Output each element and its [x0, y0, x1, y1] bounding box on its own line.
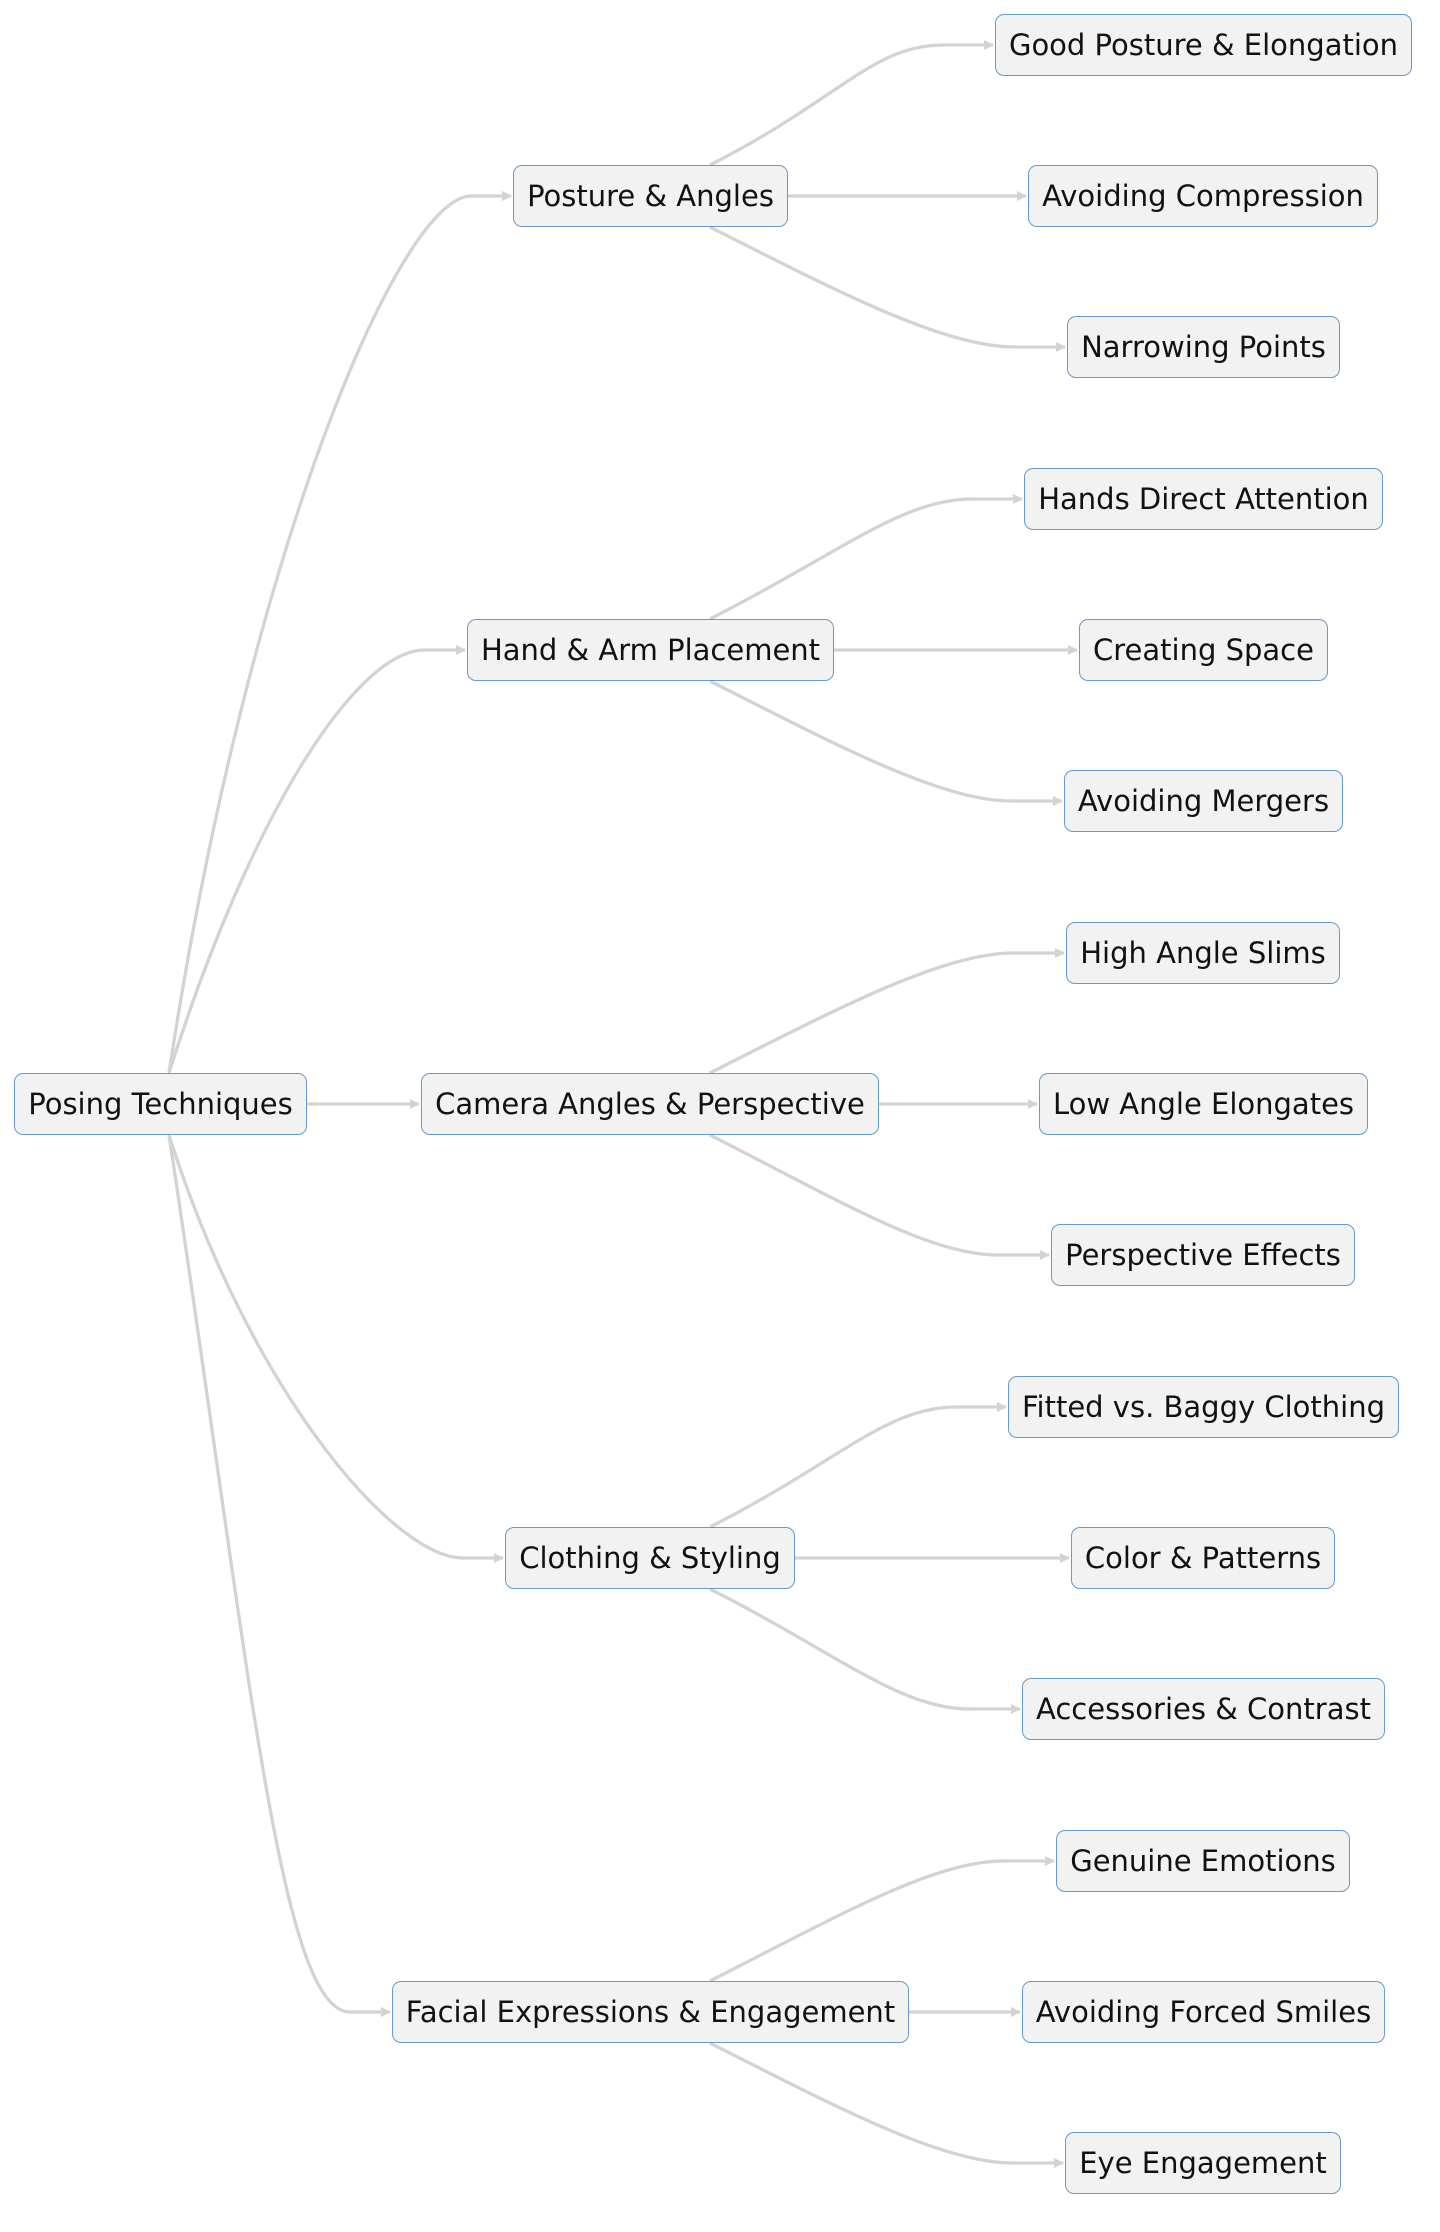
edge-b2-to-b2c3: [709, 679, 1063, 806]
leaf-node-hands-direct-attention: Hands Direct Attention: [1024, 468, 1383, 530]
leaf-node-genuine-emotions: Genuine Emotions: [1056, 1830, 1350, 1892]
leaf-node-accessories-contrast: Accessories & Contrast: [1022, 1678, 1385, 1740]
leaf-node-narrowing-points: Narrowing Points: [1067, 316, 1340, 378]
edge-b3-to-b3c1: [709, 948, 1065, 1075]
leaf-node-good-posture-elongation: Good Posture & Elongation: [995, 14, 1412, 76]
leaf-node-creating-space: Creating Space: [1079, 619, 1328, 681]
edge-b1-to-b1c1: [709, 40, 994, 167]
leaf-node-avoiding-mergers: Avoiding Mergers: [1064, 770, 1343, 832]
leaf-node-color-patterns: Color & Patterns: [1071, 1527, 1335, 1589]
branch-node-hand-arm-placement: Hand & Arm Placement: [467, 619, 834, 681]
edge-root-to-b2: [167, 645, 466, 1074]
edge-root-to-b5: [167, 1134, 391, 2017]
edge-root-to-b1: [167, 191, 512, 1074]
edge-b2-to-b2c1: [709, 494, 1023, 621]
branch-node-clothing-styling: Clothing & Styling: [505, 1527, 795, 1589]
edge-b4-to-b4c1: [709, 1402, 1007, 1529]
edge-b5-to-b5c3: [709, 2041, 1064, 2168]
branch-node-camera-angles-perspective: Camera Angles & Perspective: [421, 1073, 879, 1135]
leaf-node-avoiding-forced-smiles: Avoiding Forced Smiles: [1022, 1981, 1385, 2043]
leaf-node-low-angle-elongates: Low Angle Elongates: [1039, 1073, 1368, 1135]
branch-node-facial-expressions-engagement: Facial Expressions & Engagement: [392, 1981, 909, 2043]
leaf-node-eye-engagement: Eye Engagement: [1065, 2132, 1341, 2194]
edge-b5-to-b5c1: [709, 1856, 1055, 1983]
leaf-node-avoiding-compression: Avoiding Compression: [1028, 165, 1378, 227]
edge-b3-to-b3c3: [709, 1133, 1050, 1260]
leaf-node-fitted-vs-baggy-clothing: Fitted vs. Baggy Clothing: [1008, 1376, 1399, 1438]
root-node: Posing Techniques: [14, 1073, 307, 1135]
edge-b4-to-b4c3: [709, 1587, 1021, 1714]
leaf-node-high-angle-slims: High Angle Slims: [1066, 922, 1340, 984]
branch-node-posture-angles: Posture & Angles: [513, 165, 788, 227]
edge-root-to-b4: [167, 1134, 504, 1563]
leaf-node-perspective-effects: Perspective Effects: [1051, 1224, 1355, 1286]
edge-b1-to-b1c3: [709, 225, 1066, 352]
